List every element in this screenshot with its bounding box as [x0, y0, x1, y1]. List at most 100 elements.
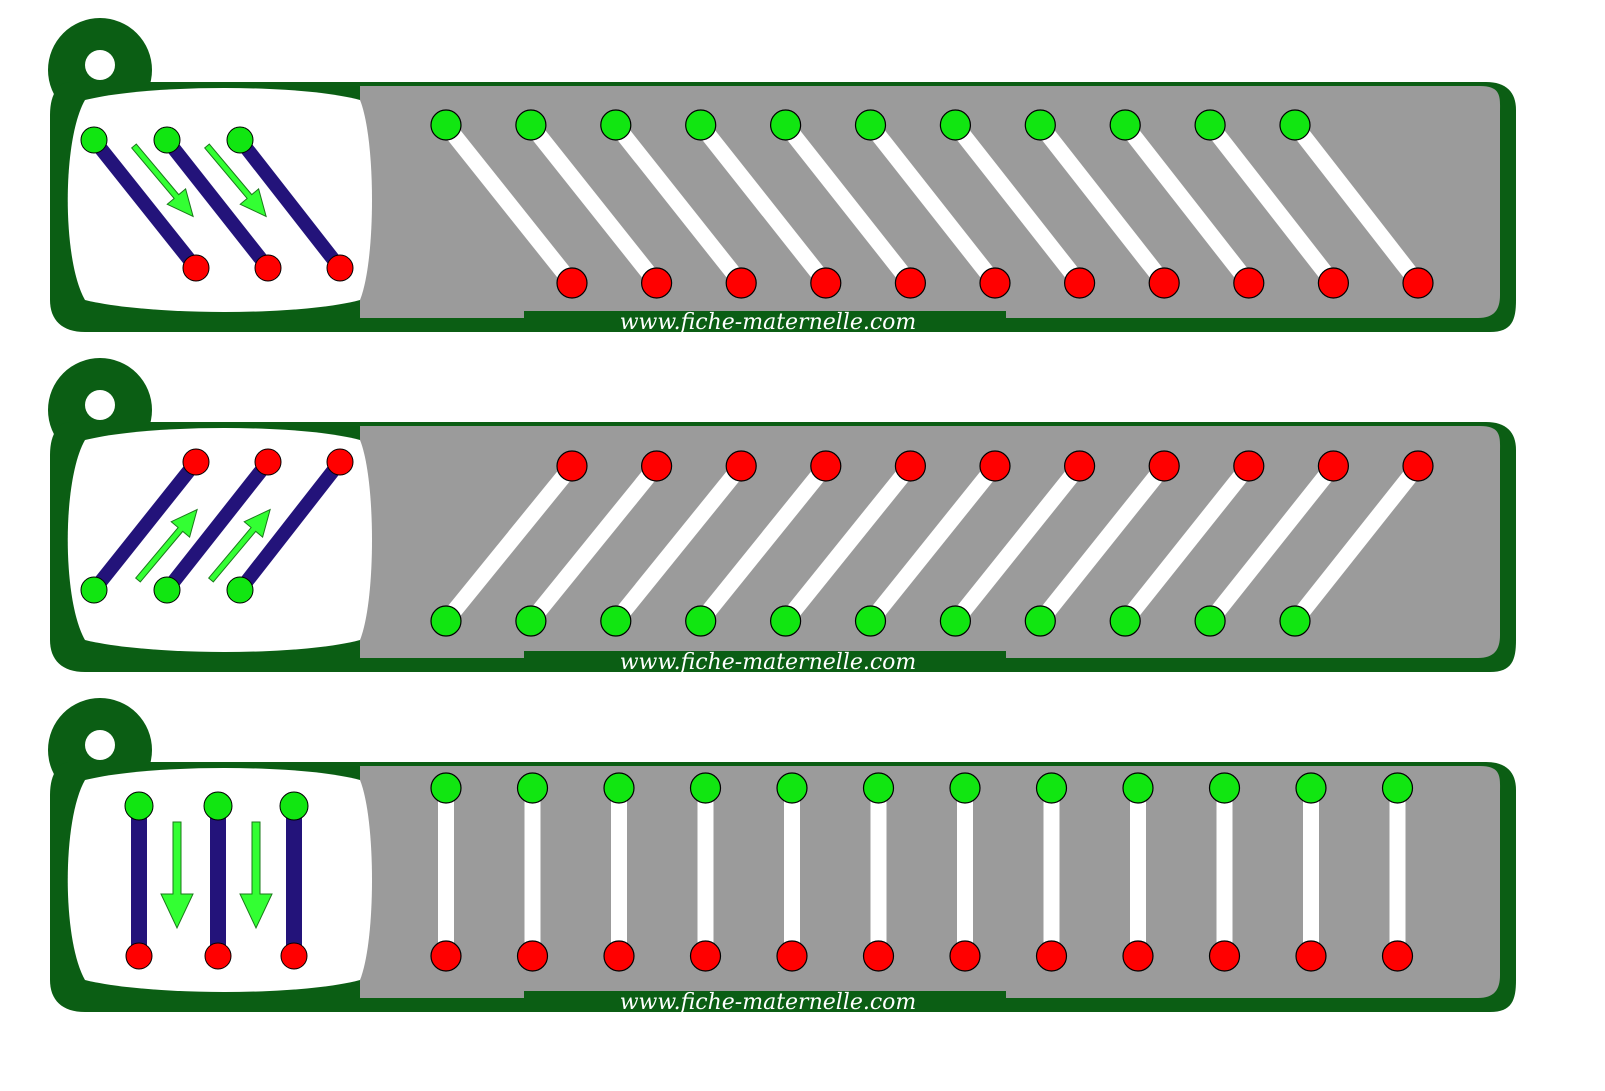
end-dot[interactable]	[1122, 940, 1154, 972]
start-dot[interactable]	[689, 772, 722, 804]
start-dot[interactable]	[1109, 109, 1141, 141]
end-dot[interactable]	[1295, 940, 1327, 972]
start-dot[interactable]	[685, 109, 717, 141]
practice-stroke-path	[779, 460, 917, 627]
practice-stroke-path	[1034, 120, 1171, 288]
end-dot[interactable]	[640, 450, 673, 482]
start-dot[interactable]	[776, 772, 808, 804]
example-stroke	[88, 457, 202, 595]
end-dot[interactable]	[1063, 267, 1096, 299]
strip-diagonal-down: www.fiche-maternelle.com	[48, 18, 1516, 335]
practice-stroke-path	[694, 120, 833, 288]
practice-track	[360, 766, 1501, 998]
end-dot[interactable]	[516, 940, 549, 972]
arrow-up-right-icon	[134, 508, 198, 583]
end-dot[interactable]	[1148, 267, 1180, 299]
end-dot[interactable]	[1063, 450, 1096, 482]
start-dot[interactable]	[1381, 772, 1414, 804]
example-end-dot	[326, 448, 354, 476]
start-dot[interactable]	[769, 109, 802, 141]
end-dot[interactable]	[556, 267, 588, 299]
start-dot[interactable]	[939, 109, 972, 141]
start-dot[interactable]	[854, 109, 887, 141]
example-end-dot	[254, 448, 282, 476]
practice-stroke-path	[524, 460, 663, 627]
end-dot[interactable]	[894, 267, 927, 299]
start-dot[interactable]	[1109, 605, 1141, 637]
start-dot[interactable]	[1194, 109, 1226, 141]
start-dot[interactable]	[1279, 605, 1311, 637]
end-dot[interactable]	[689, 940, 722, 972]
start-dot[interactable]	[685, 605, 717, 637]
end-dot[interactable]	[1233, 267, 1265, 299]
example-stroke	[161, 135, 274, 273]
end-dot[interactable]	[603, 940, 635, 972]
end-dot[interactable]	[1402, 267, 1434, 299]
start-dot[interactable]	[600, 605, 632, 637]
practice-stroke-path	[949, 120, 1086, 288]
start-dot[interactable]	[1295, 772, 1327, 804]
end-dot[interactable]	[1317, 267, 1350, 299]
practice-stroke-path	[1288, 461, 1425, 626]
arrow-down-icon	[160, 821, 194, 930]
practice-stroke-path	[1288, 120, 1425, 288]
end-dot[interactable]	[430, 940, 462, 972]
start-dot[interactable]	[854, 605, 887, 637]
end-dot[interactable]	[979, 450, 1011, 482]
example-start-dot	[153, 576, 181, 604]
start-dot[interactable]	[600, 109, 632, 141]
watermark-band	[524, 311, 1006, 332]
start-dot[interactable]	[949, 772, 981, 804]
end-dot[interactable]	[1208, 940, 1241, 972]
practice-stroke-path	[1203, 461, 1340, 626]
start-dot[interactable]	[430, 772, 462, 804]
end-dot[interactable]	[1381, 940, 1414, 972]
end-dot[interactable]	[1317, 450, 1350, 482]
start-dot[interactable]	[1194, 605, 1226, 637]
end-dot[interactable]	[894, 450, 927, 482]
end-dot[interactable]	[776, 940, 808, 972]
start-dot[interactable]	[516, 772, 549, 804]
practice-stroke-path	[1203, 120, 1340, 288]
end-dot[interactable]	[725, 450, 757, 482]
start-dot[interactable]	[862, 772, 895, 804]
example-end-dot	[254, 254, 282, 282]
end-dot[interactable]	[556, 450, 588, 482]
practice-stroke-path	[439, 120, 579, 288]
end-dot[interactable]	[640, 267, 673, 299]
start-dot[interactable]	[603, 772, 635, 804]
end-dot[interactable]	[862, 940, 895, 972]
end-dot[interactable]	[949, 940, 981, 972]
end-dot[interactable]	[1402, 450, 1434, 482]
end-dot[interactable]	[1035, 940, 1068, 972]
keyring-hole-icon	[85, 390, 115, 420]
end-dot[interactable]	[1148, 450, 1180, 482]
end-dot[interactable]	[725, 267, 757, 299]
start-dot[interactable]	[1024, 605, 1056, 637]
example-end-dot	[125, 942, 153, 970]
start-dot[interactable]	[939, 605, 972, 637]
watermark-band	[524, 991, 1006, 1012]
start-dot[interactable]	[515, 109, 547, 141]
end-dot[interactable]	[1233, 450, 1265, 482]
start-dot[interactable]	[515, 605, 547, 637]
practice-stroke-path	[1034, 461, 1171, 626]
start-dot[interactable]	[1279, 109, 1311, 141]
start-dot[interactable]	[769, 605, 802, 637]
start-dot[interactable]	[1024, 109, 1056, 141]
practice-stroke-path	[1118, 120, 1256, 288]
start-dot[interactable]	[430, 605, 462, 637]
example-start-dot	[226, 576, 254, 604]
end-dot[interactable]	[810, 450, 842, 482]
example-start-dot	[124, 791, 154, 821]
example-start-dot	[279, 791, 309, 821]
start-dot[interactable]	[430, 109, 462, 141]
arrow-down-icon	[239, 821, 273, 930]
end-dot[interactable]	[979, 267, 1011, 299]
start-dot[interactable]	[1208, 772, 1241, 804]
keyring-hole-icon	[85, 50, 115, 80]
start-dot[interactable]	[1035, 772, 1068, 804]
start-dot[interactable]	[1122, 772, 1154, 804]
end-dot[interactable]	[810, 267, 842, 299]
